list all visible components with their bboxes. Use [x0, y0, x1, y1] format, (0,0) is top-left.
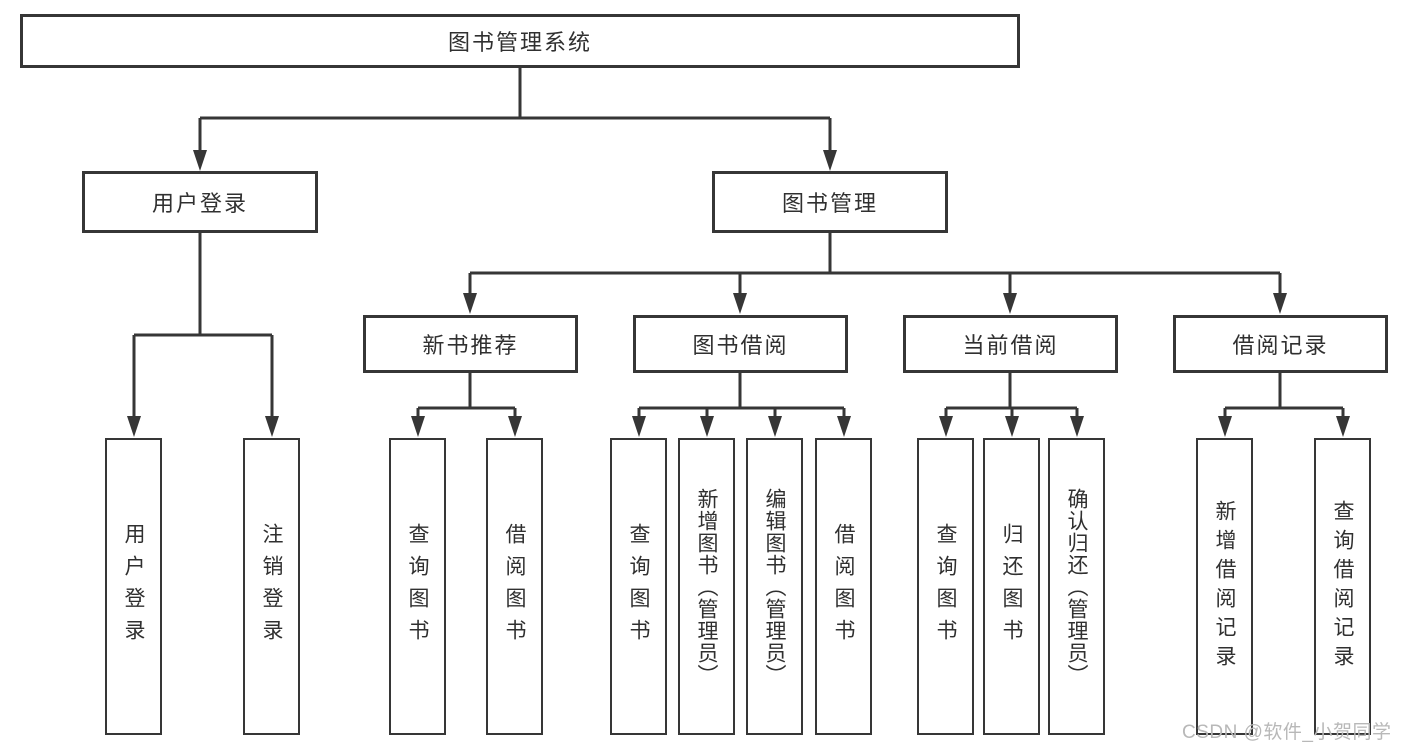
leaf-current-confirm-return-admin: 确认归还（管理员） [1048, 438, 1105, 735]
leaf-current-return-books: 归还图书 [983, 438, 1040, 735]
node-current-borrow: 当前借阅 [903, 315, 1118, 373]
node-root: 图书管理系统 [20, 14, 1020, 68]
leaf-user-login: 用户登录 [105, 438, 162, 735]
node-book-borrow: 图书借阅 [633, 315, 848, 373]
csdn-watermark: CSDN @软件_小贺同学 [1182, 722, 1392, 743]
leaf-newbook-query-books: 查询图书 [389, 438, 446, 735]
node-user-login: 用户登录 [82, 171, 318, 233]
leaf-borrow-add-books-admin: 新增图书（管理员） [678, 438, 735, 735]
node-book-management: 图书管理 [712, 171, 948, 233]
leaf-borrow-edit-books-admin: 编辑图书（管理员） [746, 438, 803, 735]
leaf-borrow-borrow-books: 借阅图书 [815, 438, 872, 735]
leaf-records-query-record: 查询借阅记录 [1314, 438, 1371, 735]
leaf-newbook-borrow-books: 借阅图书 [486, 438, 543, 735]
leaf-current-query-books: 查询图书 [917, 438, 974, 735]
leaf-records-add-record: 新增借阅记录 [1196, 438, 1253, 735]
node-borrow-records: 借阅记录 [1173, 315, 1388, 373]
leaf-logout: 注销登录 [243, 438, 300, 735]
node-new-book-recommend: 新书推荐 [363, 315, 578, 373]
leaf-borrow-query-books: 查询图书 [610, 438, 667, 735]
